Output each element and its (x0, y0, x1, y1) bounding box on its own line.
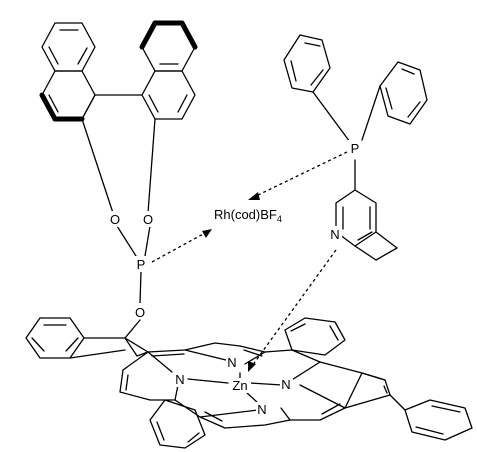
binaphthyl-group (39, 20, 198, 339)
phosphorus-label-phosphine: P (351, 141, 360, 156)
zinc-label: Zn (232, 378, 247, 393)
phosphorus-label-phosphite: P (137, 257, 146, 272)
pyridyl-phosphine (283, 34, 428, 261)
nitrogen-label-porphyrin-top: N (227, 355, 236, 370)
nitrogen-label-porphyrin-bottom: N (257, 402, 266, 417)
zinc-porphyrin (119, 317, 473, 449)
pyridine-to-zn-arrow (251, 249, 337, 367)
rhodium-complex-subscript: 4 (277, 214, 282, 224)
nitrogen-label-porphyrin-left: N (175, 372, 184, 387)
rhodium-complex-label: Rh(cod)BF4 (214, 207, 282, 224)
arrowhead-icon (248, 192, 260, 200)
nitrogen-label-pyridine: N (330, 227, 339, 242)
rhodium-complex-prefix: Rh(cod)BF (214, 207, 277, 222)
phosphine-to-rh-arrow (255, 151, 348, 197)
atom-labels: O O P O P N N N N N Zn Rh(cod)BF4 (108, 140, 361, 417)
oxygen-label-aryl: O (135, 305, 145, 320)
arrowhead-icon (248, 361, 256, 372)
oxygen-label-left: O (110, 212, 120, 227)
interaction-arrows (151, 151, 348, 372)
phosphite-to-rh-arrow (151, 232, 206, 263)
arrowhead-icon (202, 229, 212, 238)
nitrogen-label-porphyrin-right: N (281, 377, 290, 392)
phenoxy-ring (25, 317, 126, 359)
oxygen-label-right: O (143, 212, 153, 227)
